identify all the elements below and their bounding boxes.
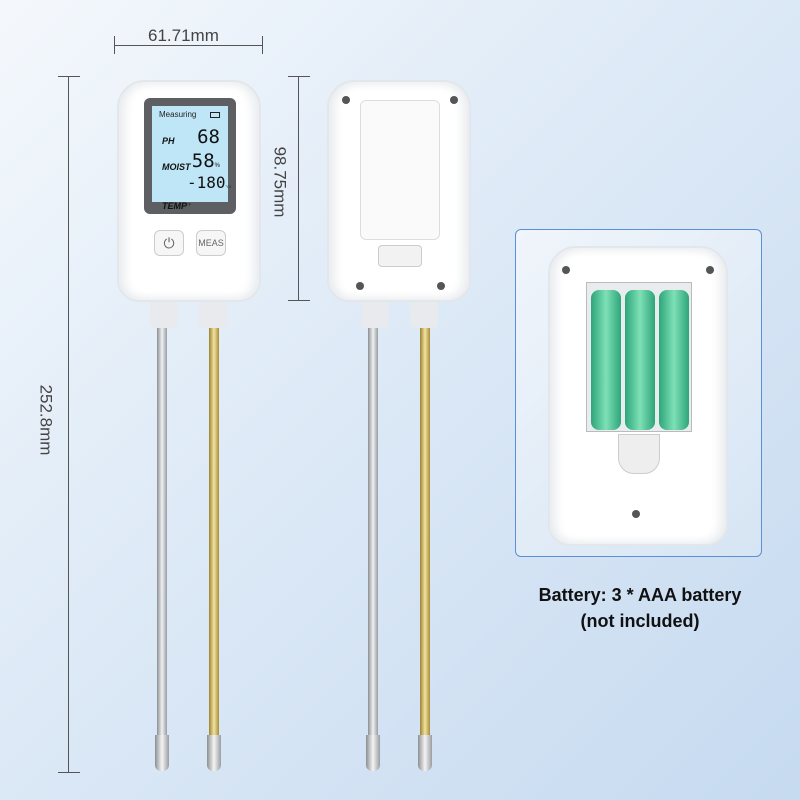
head-tick bbox=[288, 76, 310, 77]
probe-tip bbox=[418, 735, 432, 771]
width-tick bbox=[114, 36, 115, 54]
moist-label: MOIST bbox=[162, 162, 191, 172]
aaa-battery bbox=[625, 290, 655, 430]
length-tick bbox=[58, 76, 80, 77]
width-tick bbox=[262, 36, 263, 54]
cover-latch[interactable] bbox=[378, 245, 422, 267]
length-label: 252.8mm bbox=[36, 384, 56, 456]
screw-icon bbox=[342, 96, 350, 104]
width-label: 61.71mm bbox=[148, 26, 219, 45]
battery-caption: Battery: 3 * AAA battery (not included) bbox=[500, 582, 780, 634]
lcd-row-temp: TEMP -180°C/°F bbox=[162, 174, 231, 212]
power-button[interactable]: ⏻ bbox=[154, 230, 184, 256]
probe-silver-back bbox=[368, 320, 378, 740]
width-dimension-line bbox=[114, 45, 262, 46]
aaa-battery bbox=[591, 290, 621, 430]
temp-unit: °C/°F bbox=[187, 184, 232, 207]
lcd-row-ph: PH 68 bbox=[162, 126, 220, 148]
probe-collar bbox=[199, 298, 227, 328]
head-tick bbox=[288, 300, 310, 301]
screw-icon bbox=[562, 266, 570, 274]
ph-value: 68 bbox=[197, 126, 220, 148]
moist-value: 58 bbox=[191, 150, 215, 172]
caption-line-1: Battery: 3 * AAA battery bbox=[538, 585, 742, 605]
probe-tip bbox=[207, 735, 221, 771]
lcd-status: Measuring bbox=[159, 110, 197, 119]
screw-icon bbox=[356, 282, 364, 290]
probe-collar bbox=[410, 298, 438, 328]
temp-label: TEMP bbox=[162, 201, 188, 211]
probe-collar bbox=[150, 298, 178, 328]
battery-cover[interactable] bbox=[360, 100, 440, 240]
aaa-battery bbox=[659, 290, 689, 430]
battery-full-icon bbox=[210, 112, 220, 118]
probe-gold bbox=[209, 320, 219, 740]
compartment-latch bbox=[618, 434, 660, 474]
probe-tip bbox=[366, 735, 380, 771]
screw-icon bbox=[706, 266, 714, 274]
caption-line-2: (not included) bbox=[580, 611, 700, 631]
head-height-label: 98.75mm bbox=[270, 146, 290, 218]
moist-unit: % bbox=[214, 163, 220, 169]
screw-icon bbox=[437, 282, 445, 290]
probe-gold-back bbox=[420, 320, 430, 740]
head-dimension-line bbox=[298, 76, 299, 300]
length-tick bbox=[58, 772, 80, 773]
screw-icon bbox=[632, 510, 640, 518]
screw-icon bbox=[450, 96, 458, 104]
temp-value: -180 bbox=[187, 173, 226, 192]
length-dimension-line bbox=[68, 76, 69, 773]
probe-silver bbox=[157, 320, 167, 740]
probe-tip bbox=[155, 735, 169, 771]
power-icon: ⏻ bbox=[163, 234, 175, 251]
probe-collar bbox=[361, 298, 389, 328]
meas-button[interactable]: MEAS bbox=[196, 230, 226, 256]
ph-label: PH bbox=[162, 136, 175, 146]
